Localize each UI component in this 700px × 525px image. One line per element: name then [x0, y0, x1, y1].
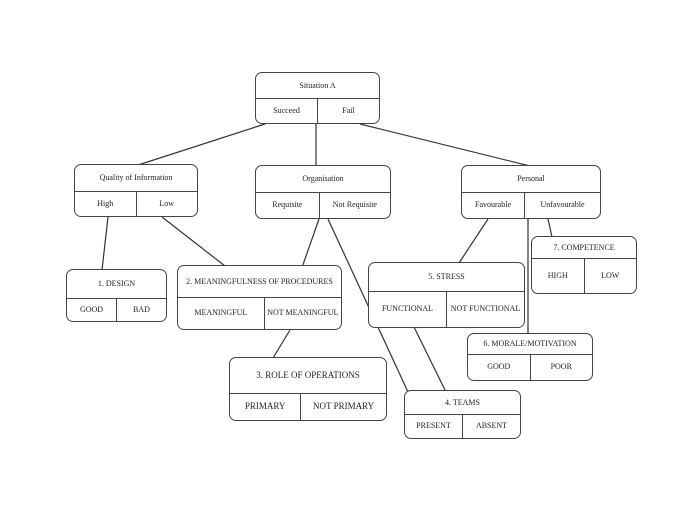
node-role-of-operations: 3. ROLE OF OPERATIONS PRIMARY NOT PRIMAR… [229, 357, 387, 421]
option-not-meaningful: NOT MEANINGFUL [263, 298, 341, 329]
option-poor: POOR [529, 355, 593, 380]
option-low: LOW [583, 259, 637, 293]
option-not-functional: NOT FUNCTIONAL [446, 292, 524, 327]
node-title: Situation A [256, 73, 379, 99]
node-options: High Low [75, 192, 197, 216]
node-teams: 4. TEAMS PRESENT ABSENT [404, 390, 521, 439]
node-options: MEANINGFUL NOT MEANINGFUL [178, 298, 341, 329]
node-situation: Situation A Succeed Fail [255, 72, 380, 124]
node-personal: Personal Favourable Unfavourable [461, 165, 601, 219]
option-primary: PRIMARY [244, 401, 286, 412]
node-options: HIGH LOW [532, 259, 636, 293]
node-options: GOOD POOR [468, 355, 592, 380]
node-quality-of-information: Quality of Information High Low [74, 164, 198, 217]
link-meaningfulness-role [272, 329, 291, 359]
option-good: GOOD [79, 304, 104, 314]
option-absent: ABSENT [462, 415, 520, 438]
node-stress: 5. STRESS FUNCTIONAL NOT FUNCTIONAL [368, 262, 525, 328]
option-high: High [97, 198, 114, 208]
node-title: 3. ROLE OF OPERATIONS [230, 358, 386, 394]
node-title: Personal [462, 166, 600, 193]
node-options: Requisite Not Requisite [256, 193, 390, 218]
option-good: GOOD [487, 362, 511, 372]
option-present: PRESENT [416, 421, 451, 431]
link-personal-competence [547, 218, 553, 238]
node-organisation: Organisation Requisite Not Requisite [255, 165, 391, 219]
link-personal-stress [458, 218, 489, 264]
option-not-requisite: Not Requisite [318, 193, 390, 218]
option-not-primary: NOT PRIMARY [300, 394, 386, 420]
node-title: 1. DESIGN [67, 270, 166, 299]
node-title: 2. MEANINGFULNESS OF PROCEDURES [178, 266, 341, 298]
option-favourable: Favourable [475, 200, 512, 210]
node-meaningfulness-of-procedures: 2. MEANINGFULNESS OF PROCEDURES MEANINGF… [177, 265, 342, 330]
node-title: 7. COMPETENCE [532, 237, 636, 259]
link-situation-personal [359, 123, 531, 167]
link-quality-meaningfulness [161, 216, 226, 267]
option-unfavourable: Unfavourable [524, 193, 600, 218]
node-title: 4. TEAMS [405, 391, 520, 415]
link-stress-teams [413, 326, 447, 393]
option-low: Low [135, 192, 198, 216]
node-morale-motivation: 6. MORALE/MOTIVATION GOOD POOR [467, 333, 593, 381]
node-title: Quality of Information [75, 165, 197, 192]
node-competence: 7. COMPETENCE HIGH LOW [531, 236, 637, 294]
node-options: PRIMARY NOT PRIMARY [230, 394, 386, 420]
node-options: Favourable Unfavourable [462, 193, 600, 218]
node-options: Succeed Fail [256, 99, 379, 123]
option-requisite: Requisite [272, 200, 303, 210]
node-options: GOOD BAD [67, 299, 166, 321]
option-functional: FUNCTIONAL [381, 304, 434, 314]
option-fail: Fail [317, 99, 379, 123]
link-quality-design [101, 216, 109, 271]
node-options: FUNCTIONAL NOT FUNCTIONAL [369, 292, 524, 327]
link-situation-quality [134, 123, 266, 167]
option-high: HIGH [547, 270, 568, 280]
node-title: 5. STRESS [369, 263, 524, 292]
node-design: 1. DESIGN GOOD BAD [66, 269, 167, 322]
node-title: 6. MORALE/MOTIVATION [468, 334, 592, 355]
node-options: PRESENT ABSENT [405, 415, 520, 438]
node-title: Organisation [256, 166, 390, 193]
option-succeed: Succeed [273, 105, 300, 115]
option-bad: BAD [116, 299, 166, 321]
option-meaningful: MEANINGFUL [194, 308, 248, 318]
